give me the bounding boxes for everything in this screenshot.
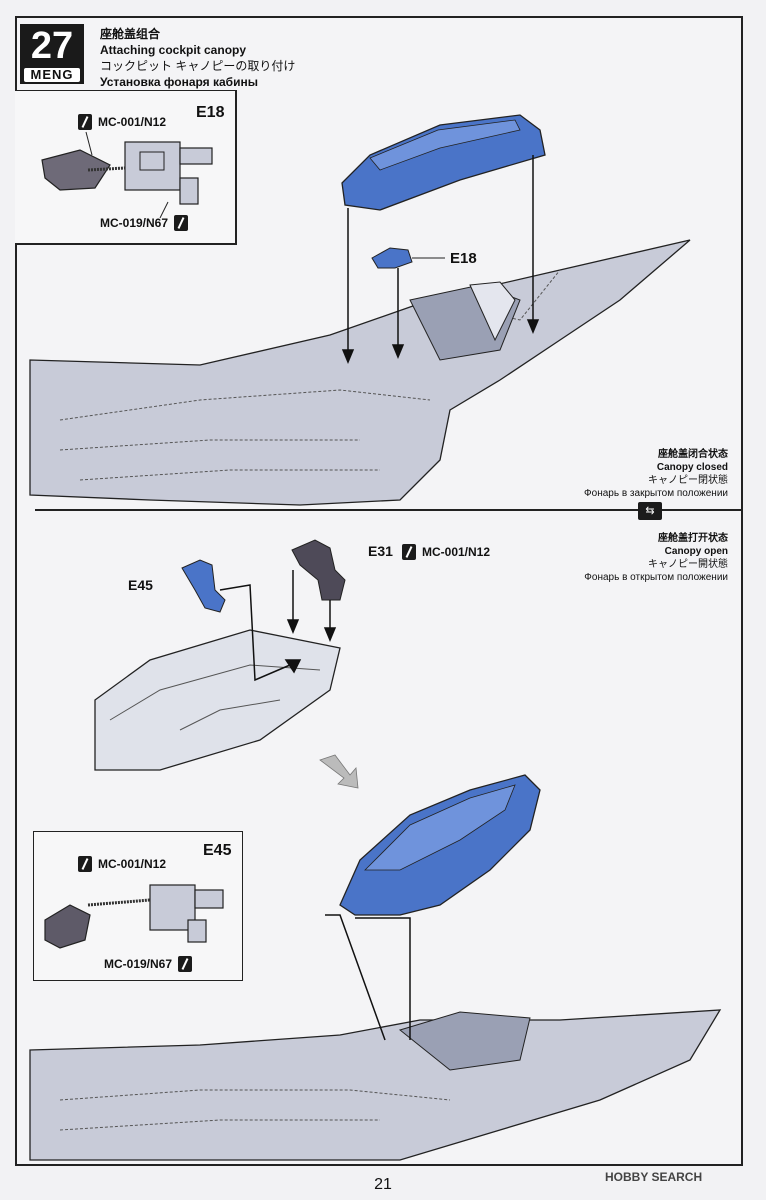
state-divider <box>35 509 741 511</box>
inset-top-paint-1: MC-001/N12 <box>78 114 166 130</box>
brand-logo: MENG <box>24 68 80 82</box>
title-ru: Установка фонаря кабины <box>100 75 258 89</box>
closed-state-caption: 座舱盖闭合状态 Canopy closed キャノピー閉状態 Фонарь в … <box>550 448 728 500</box>
e45-part <box>181 559 226 613</box>
canopy-closed <box>341 114 546 211</box>
canopy-state-icon: ⇆ <box>638 502 662 520</box>
open-zh: 座舱盖打开状态 <box>658 533 728 544</box>
paint-code: MC-019/N67 <box>104 957 173 971</box>
main-top-part-label: E18 <box>450 250 477 267</box>
canopy-open <box>339 774 541 916</box>
paint-brush-icon <box>174 215 189 231</box>
e18-main-part <box>371 247 445 269</box>
assembly-arrows-bottom <box>219 570 337 682</box>
part-e31-label: E31 <box>368 543 393 559</box>
paint-code: MC-001/N12 <box>98 115 167 129</box>
closed-ru: Фонарь в закрытом положении <box>584 488 728 499</box>
title-zh: 座舱盖组合 <box>100 27 161 41</box>
paint-brush-icon <box>402 544 416 560</box>
closed-en: Canopy closed <box>656 462 728 473</box>
paint-code: MC-001/N12 <box>98 857 167 871</box>
fuselage-bottom <box>29 1009 722 1161</box>
paint-brush-icon <box>178 956 193 972</box>
canopy-inner <box>94 629 341 771</box>
part-e45-label: E45 <box>128 577 153 593</box>
e45-inset-drawing <box>44 884 224 949</box>
assembly-arrows-top <box>341 155 540 364</box>
step-number: 27 <box>30 25 74 67</box>
paint-brush-icon <box>78 856 92 872</box>
paint-code: MC-019/N67 <box>100 216 169 230</box>
paint-code: MC-001/N12 <box>422 545 491 559</box>
title-en: Attaching cockpit canopy <box>100 43 247 57</box>
closed-zh: 座舱盖闭合状态 <box>658 449 728 460</box>
assembly-arrows-open <box>325 914 411 1041</box>
open-state-caption: 座舱盖打开状态 Canopy open キャノピー開状態 Фонарь в от… <box>550 532 728 584</box>
step-badge: 27 MENG <box>20 24 84 84</box>
inset-bottom-paint-2: MC-019/N67 <box>104 956 193 972</box>
closed-ja: キャノピー閉状態 <box>648 475 728 486</box>
title-ja: コックピット キャノピーの取り付け <box>100 59 296 73</box>
open-ru: Фонарь в открытом положении <box>584 572 728 583</box>
paint-brush-icon <box>78 114 92 130</box>
e31-paint: MC-001/N12 <box>402 544 490 560</box>
direction-arrow-icon <box>319 754 359 789</box>
inset-top-paint-2: MC-019/N67 <box>100 215 189 231</box>
open-en: Canopy open <box>664 546 728 557</box>
e31-part <box>291 539 346 601</box>
inset-top-part-label: E18 <box>196 104 225 121</box>
watermark: HOBBY SEARCH <box>605 1170 703 1184</box>
inset-bottom-part-label: E45 <box>203 842 232 859</box>
page-number: 21 <box>374 1176 392 1193</box>
inset-bottom-paint-1: MC-001/N12 <box>78 856 166 872</box>
step-titles: 座舱盖组合 Attaching cockpit canopy コックピット キャ… <box>100 26 295 90</box>
fuselage-top <box>29 239 691 506</box>
open-ja: キャノピー開状態 <box>648 559 728 570</box>
e18-part-drawing <box>41 131 213 219</box>
